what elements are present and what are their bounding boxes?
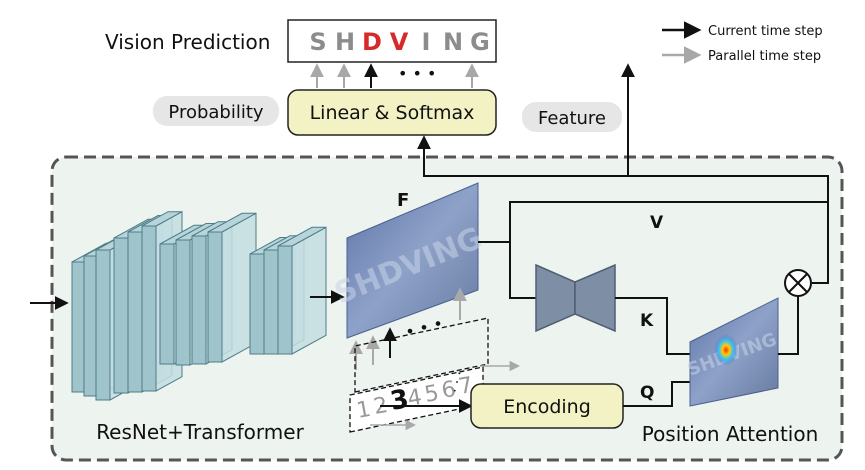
encoding-to-attention: [623, 381, 690, 407]
position-digit: 5: [423, 381, 441, 408]
legend-parallel-label: Parallel time step: [708, 49, 821, 64]
probability-pill: [153, 96, 279, 126]
unet-decoder: [574, 263, 616, 333]
backbone-slab: [207, 212, 257, 363]
unet-to-attention: [615, 297, 690, 355]
prediction-char: V: [390, 28, 409, 56]
legend-current-label: Current time step: [708, 24, 823, 39]
position-digit: 3: [388, 384, 411, 417]
position-index-box: [349, 366, 484, 433]
resnet-transformer-backbone: [71, 210, 327, 401]
f-to-unet: [509, 242, 536, 299]
feature-f-label: F: [397, 190, 409, 211]
prediction-char: D: [362, 28, 382, 56]
feature-pill: [522, 102, 622, 132]
prediction-char: N: [443, 28, 463, 56]
vision-prediction-title: Vision Prediction: [105, 30, 270, 54]
attention-heat-spot: [714, 334, 738, 366]
attention-to-multiply: [778, 296, 799, 355]
position-attention-label: Position Attention: [642, 422, 819, 446]
feature-map-f: [346, 182, 479, 339]
linear-softmax-box: [287, 89, 497, 136]
linear-softmax-label: Linear & Softmax: [310, 102, 475, 124]
v-to-multiply: [812, 202, 829, 284]
prediction-char: H: [335, 28, 355, 56]
prediction-char: I: [422, 28, 431, 56]
encoding-label: Encoding: [503, 396, 591, 418]
prediction-char: G: [470, 28, 490, 56]
position-digit: 1: [355, 397, 373, 424]
resnet-transformer-label: ResNet+Transformer: [96, 420, 304, 444]
v-label: V: [650, 213, 664, 233]
feature-label: Feature: [538, 108, 606, 129]
digit-dots: . . .: [443, 368, 464, 394]
prediction-dots: • • •: [398, 64, 436, 83]
position-digit: 6: [440, 377, 458, 404]
backbone-slab: [277, 226, 327, 355]
multiply-cross-b: [788, 273, 808, 293]
position-box-top: [354, 317, 489, 393]
prediction-char: S: [309, 28, 326, 56]
probability-label: Probability: [168, 102, 263, 123]
prediction-box: [287, 19, 497, 63]
k-label: K: [640, 311, 654, 331]
q-label: Q: [640, 383, 654, 403]
